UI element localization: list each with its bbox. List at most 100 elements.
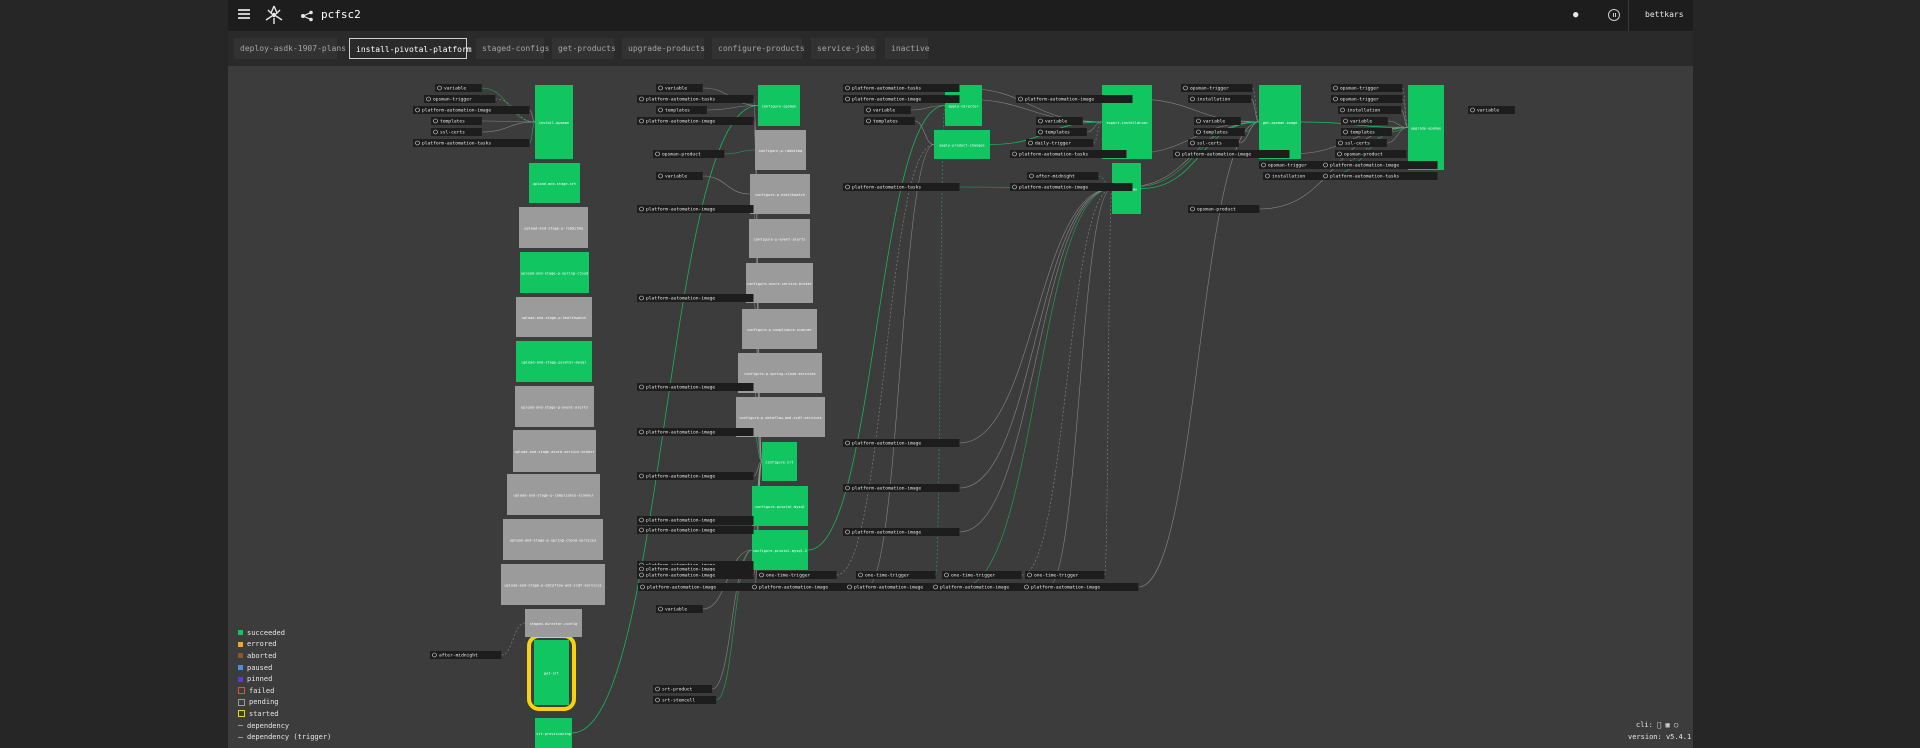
job-configure-azure-service-broker[interactable]: configure-azure-service-broker <box>746 263 813 303</box>
input-ssl-certs[interactable]: ssl-certs <box>1188 139 1239 147</box>
job-apply-product-changes[interactable]: apply-product-changes <box>934 130 990 159</box>
input-srt-stemcell[interactable]: srt-stemcell <box>653 696 717 704</box>
input-platform-automation-image[interactable]: platform-automation-image <box>637 472 754 480</box>
group-tab-upgrade-products[interactable]: upgrade-products <box>622 38 705 59</box>
input-variable[interactable]: variable <box>1468 106 1515 114</box>
input-one-time-trigger[interactable]: one-time-trigger <box>942 571 1022 579</box>
job-upload-and-stage-p-event-alerts[interactable]: upload-and-stage-p-event-alerts <box>515 386 594 427</box>
input-opsman-trigger[interactable]: opsman-trigger <box>1331 95 1403 103</box>
job-upload-and-stage-srt[interactable]: upload-and-stage-srt <box>529 163 580 203</box>
input-platform-automation-image[interactable]: platform-automation-image <box>638 583 755 591</box>
input-platform-automation-image[interactable]: platform-automation-image <box>413 106 530 114</box>
input-variable[interactable]: variable <box>656 172 703 180</box>
input-platform-automation-tasks[interactable]: platform-automation-tasks <box>843 84 960 92</box>
input-platform-automation-image[interactable]: platform-automation-image <box>637 383 754 391</box>
input-templates[interactable]: templates <box>1341 128 1392 136</box>
input-after-midnight[interactable]: after-midnight <box>430 651 502 659</box>
input-ssl-certs[interactable]: ssl-certs <box>431 128 482 136</box>
group-tab-inactive[interactable]: inactive <box>885 38 930 59</box>
input-templates[interactable]: templates <box>431 117 482 125</box>
job-upload-and-stage-pivotal-mysql[interactable]: upload-and-stage-pivotal-mysql <box>516 341 592 382</box>
job-install-opsman[interactable]: install-opsman <box>535 85 573 159</box>
job-upgrade-opsman[interactable]: upgrade-opsman <box>1408 85 1444 170</box>
group-tab-staged-configs[interactable]: staged-configs <box>476 38 549 59</box>
input-variable[interactable]: variable <box>1036 117 1083 125</box>
input-platform-automation-image[interactable]: platform-automation-image <box>750 583 867 591</box>
input-variable[interactable]: variable <box>1341 117 1388 125</box>
input-platform-automation-image[interactable]: platform-automation-image <box>843 484 960 492</box>
input-variable[interactable]: variable <box>656 605 703 613</box>
input-opsman-product[interactable]: opsman-product <box>1188 205 1260 213</box>
group-tab-configure-products[interactable]: configure-products <box>712 38 805 59</box>
input-opsman-product[interactable]: opsman-product <box>653 150 725 158</box>
input-installation[interactable]: installation <box>1338 106 1402 114</box>
input-installation[interactable]: installation <box>1263 172 1327 180</box>
user-menu[interactable]: bettkars <box>1645 10 1684 19</box>
job-upload-and-stage-p-healthwatch[interactable]: upload-and-stage-p-healthwatch <box>516 297 592 337</box>
input-platform-automation-image[interactable]: platform-automation-image <box>1173 150 1290 158</box>
job-upload-and-stage-p-spring-cloud[interactable]: upload-and-stage-p-spring-cloud <box>520 252 589 293</box>
job-configure-opsman[interactable]: configure-opsman <box>758 85 800 126</box>
input-platform-automation-tasks[interactable]: platform-automation-tasks <box>1321 172 1438 180</box>
input-opsman-trigger[interactable]: opsman-trigger <box>1181 84 1253 92</box>
input-opsman-product[interactable]: opsman-product <box>1335 150 1407 158</box>
job-configure-p-healthwatch[interactable]: configure-p-healthwatch <box>750 174 810 214</box>
job-upload-and-stage-p-spring-cloud-services[interactable]: upload-and-stage-p-spring-cloud-services <box>503 519 603 560</box>
input-opsman-trigger[interactable]: opsman-trigger <box>1259 161 1331 169</box>
job-get-opsman-image[interactable]: get-opsman-image <box>1259 85 1301 159</box>
input-platform-automation-image[interactable]: platform-automation-image <box>637 205 754 213</box>
job-configure-pivotal-mysql[interactable]: configure-pivotal-mysql <box>752 486 808 526</box>
input-platform-automation-image[interactable]: platform-automation-image <box>1016 95 1133 103</box>
input-platform-automation-image[interactable]: platform-automation-image <box>843 95 960 103</box>
input-templates[interactable]: templates <box>1036 128 1087 136</box>
input-variable[interactable]: variable <box>864 106 911 114</box>
job-upload-and-stage-azure-service-broker[interactable]: upload-and-stage-azure-service-broker <box>513 430 596 472</box>
windows-icon[interactable]: ▦ <box>1666 721 1670 729</box>
input-platform-automation-image[interactable]: platform-automation-image <box>1321 161 1438 169</box>
job-upload-and-stage-p-rabbitmq[interactable]: upload-and-stage-p-rabbitmq <box>519 207 588 248</box>
input-platform-automation-image[interactable]: platform-automation-image <box>637 117 754 125</box>
input-platform-automation-image[interactable]: platform-automation-image <box>931 583 1048 591</box>
group-tab-service-jobs[interactable]: service-jobs <box>811 38 876 59</box>
input-variable[interactable]: variable <box>435 84 482 92</box>
pin-icon[interactable]: ● <box>1573 10 1579 20</box>
job-staged-director-config[interactable]: staged-director-config <box>525 609 582 637</box>
input-platform-automation-tasks[interactable]: platform-automation-tasks <box>637 95 754 103</box>
group-tab-get-products[interactable]: get-products <box>552 38 616 59</box>
input-templates[interactable]: templates <box>864 117 915 125</box>
job-configure-p-compliance-scanner[interactable]: configure-p-compliance-scanner <box>742 309 817 349</box>
input-opsman-trigger[interactable]: opsman-trigger <box>1331 84 1403 92</box>
concourse-logo-icon[interactable] <box>264 5 284 25</box>
input-one-time-trigger[interactable]: one-time-trigger <box>757 571 837 579</box>
input-one-time-trigger[interactable]: one-time-trigger <box>1025 571 1105 579</box>
job-configure-p-rabbitmq[interactable]: configure-p-rabbitmq <box>755 130 806 170</box>
input-platform-automation-image[interactable]: platform-automation-image <box>637 571 754 579</box>
input-variable[interactable]: variable <box>656 84 703 92</box>
hamburger-menu-icon[interactable] <box>238 9 250 19</box>
linux-icon[interactable]: ◯ <box>1674 721 1678 729</box>
job-configure-p-event-alerts[interactable]: configure-p-event-alerts <box>749 219 810 258</box>
input-platform-automation-tasks[interactable]: platform-automation-tasks <box>413 139 530 147</box>
input-platform-automation-tasks[interactable]: platform-automation-tasks <box>1010 150 1127 158</box>
input-platform-automation-image[interactable]: platform-automation-image <box>1022 583 1139 591</box>
input-platform-automation-image[interactable]: platform-automation-image <box>637 428 754 436</box>
group-tab-deploy-asdk-1907-plans[interactable]: deploy-asdk-1907-plans <box>234 38 346 59</box>
input-srt-product[interactable]: srt-product <box>653 685 713 693</box>
input-daily-trigger[interactable]: daily-trigger <box>1026 139 1094 147</box>
input-ssl-certs[interactable]: ssl-certs <box>1336 139 1387 147</box>
input-one-time-trigger[interactable]: one-time-trigger <box>856 571 936 579</box>
input-templates[interactable]: templates <box>1194 128 1245 136</box>
job-upload-and-stage-p-compliance-scanner[interactable]: upload-and-stage-p-compliance-scanner <box>507 474 600 515</box>
input-platform-automation-image[interactable]: platform-automation-image <box>637 294 754 302</box>
pipeline-name[interactable]: pcfsc2 <box>321 8 361 21</box>
input-opsman-trigger[interactable]: opsman-trigger <box>424 95 496 103</box>
input-platform-automation-image[interactable]: platform-automation-image <box>843 439 960 447</box>
job-srt-provisioning[interactable]: srt-provisioning <box>535 718 572 748</box>
input-platform-automation-image[interactable]: platform-automation-image <box>1010 183 1127 191</box>
input-variable[interactable]: variable <box>1194 117 1241 125</box>
input-platform-automation-tasks[interactable]: platform-automation-tasks <box>843 183 960 191</box>
input-templates[interactable]: templates <box>656 106 707 114</box>
group-tab-install-pivotal-platform[interactable]: install-pivotal-platform <box>349 38 472 59</box>
input-installation[interactable]: installation <box>1188 95 1252 103</box>
input-platform-automation-image[interactable]: platform-automation-image <box>637 526 754 534</box>
